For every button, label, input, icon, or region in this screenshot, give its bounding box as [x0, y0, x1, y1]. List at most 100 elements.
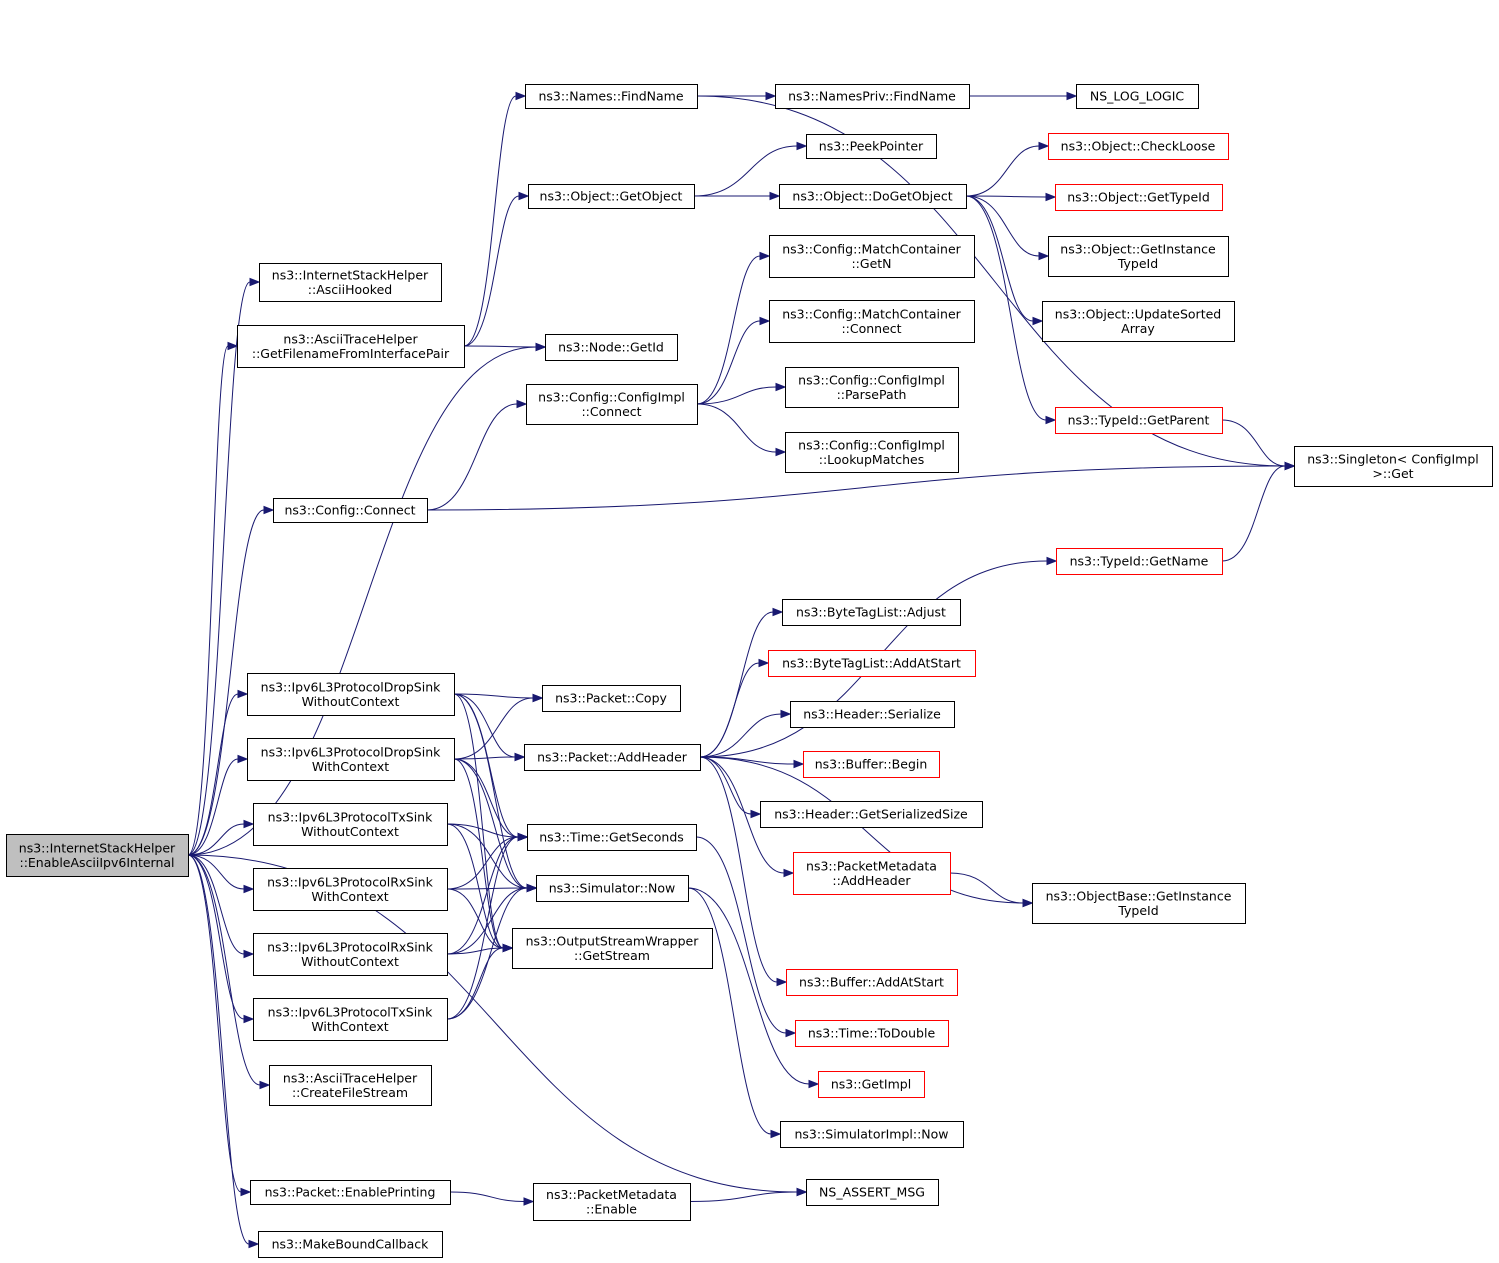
- node-objGetTypeId[interactable]: ns3::Object::GetTypeId: [1055, 184, 1223, 211]
- node-label-line: Array: [1121, 321, 1155, 336]
- edge-cfgImplConnect-to-parsePath: [696, 382, 787, 405]
- edge-arrowhead: [1045, 192, 1057, 202]
- node-label-line: ::CreateFileStream: [292, 1085, 408, 1100]
- edge-line: [446, 947, 504, 1020]
- node-label-line: WithContext: [311, 889, 388, 904]
- edge-cfgConnect-to-cfgImplConnect: [426, 399, 528, 511]
- node-namesFind[interactable]: ns3::Names::FindName: [525, 84, 698, 109]
- edge-txSinkCtx-to-oswGetStream: [446, 943, 514, 1020]
- edge-arrowhead: [263, 505, 275, 515]
- node-label-line: ns3::MakeBoundCallback: [272, 1237, 430, 1252]
- edge-line: [449, 1191, 525, 1202]
- edge-root-to-makeBound: [187, 854, 260, 1249]
- node-box: [782, 599, 961, 626]
- edge-getFilename-to-namesFind: [463, 91, 527, 347]
- node-box: [269, 1065, 432, 1106]
- node-label-line: ns3::NamesPriv::FindName: [788, 89, 956, 104]
- node-hdrSerSize[interactable]: ns3::Header::GetSerializedSize: [760, 801, 983, 828]
- node-label-line: ns3::Ipv6L3ProtocolDropSink: [261, 679, 441, 694]
- node-makeBound[interactable]: ns3::MakeBoundCallback: [258, 1231, 443, 1258]
- node-parsePath[interactable]: ns3::Config::ConfigImpl::ParsePath: [785, 367, 959, 408]
- edge-arrowhead: [793, 759, 805, 769]
- node-oswGetStream[interactable]: ns3::OutputStreamWrapper::GetStream: [512, 928, 713, 969]
- node-peekPointer[interactable]: ns3::PeekPointer: [806, 134, 937, 159]
- node-label-line: ns3::PeekPointer: [819, 139, 924, 154]
- node-timeToDouble[interactable]: ns3::Time::ToDouble: [795, 1020, 949, 1047]
- node-box: [769, 235, 975, 278]
- node-asciiHooked[interactable]: ns3::InternetStackHelper::AsciiHooked: [259, 263, 442, 302]
- node-cfgImplConnect[interactable]: ns3::Config::ConfigImpl::Connect: [526, 384, 698, 425]
- node-pktAddHeader[interactable]: ns3::Packet::AddHeader: [524, 744, 701, 771]
- node-simNow[interactable]: ns3::Simulator::Now: [536, 875, 689, 902]
- node-singletonGet[interactable]: ns3::Singleton< ConfigImpl >::Get: [1294, 446, 1493, 487]
- node-box: [526, 384, 698, 425]
- edge-arrowhead: [796, 1187, 808, 1197]
- node-pmEnable[interactable]: ns3::PacketMetadata::Enable: [533, 1183, 691, 1221]
- edge-root-to-dropSinkNoCtx: [187, 689, 249, 856]
- node-bufAddAtStart[interactable]: ns3::Buffer::AddAtStart: [786, 969, 958, 996]
- node-getImpl[interactable]: ns3::GetImpl: [818, 1071, 925, 1098]
- node-label-line: ns3::ByteTagList::AddAtStart: [782, 656, 961, 671]
- edge-line: [949, 872, 1024, 904]
- edge-line: [696, 95, 1286, 467]
- node-label-line: ns3::Config::MatchContainer: [782, 306, 961, 321]
- node-root[interactable]: ns3::InternetStackHelper::EnableAsciiIpv…: [6, 834, 189, 877]
- node-timeGetSeconds[interactable]: ns3::Time::GetSeconds: [527, 824, 697, 851]
- node-nodeGetId[interactable]: ns3::Node::GetId: [545, 334, 678, 361]
- node-dropSinkNoCtx[interactable]: ns3::Ipv6L3ProtocolDropSinkWithoutContex…: [247, 673, 455, 716]
- node-mcGetN[interactable]: ns3::Config::MatchContainer::GetN: [769, 235, 975, 278]
- node-typeIdGetParent[interactable]: ns3::TypeId::GetParent: [1055, 407, 1223, 434]
- node-label-line: ns3::Node::GetId: [558, 340, 664, 355]
- edge-getObject-to-peekPointer: [693, 141, 808, 197]
- node-enablePrinting[interactable]: ns3::Packet::EnablePrinting: [250, 1180, 451, 1205]
- node-box: [253, 933, 448, 976]
- node-logLogic[interactable]: NS_LOG_LOGIC: [1076, 84, 1199, 109]
- node-cfgConnect[interactable]: ns3::Config::Connect: [273, 498, 428, 523]
- node-box: [803, 751, 940, 778]
- node-typeIdGetName[interactable]: ns3::TypeId::GetName: [1056, 548, 1223, 575]
- node-assertMsg[interactable]: NS_ASSERT_MSG: [806, 1179, 939, 1206]
- node-namesPrivFind[interactable]: ns3::NamesPriv::FindName: [775, 84, 970, 109]
- node-hdrSerialize[interactable]: ns3::Header::Serialize: [790, 701, 955, 728]
- node-getObject[interactable]: ns3::Object::GetObject: [528, 184, 695, 209]
- node-createFileStream[interactable]: ns3::AsciiTraceHelper::CreateFileStream: [269, 1065, 432, 1106]
- edge-line: [187, 758, 239, 856]
- node-lookupMatches[interactable]: ns3::Config::ConfigImpl::LookupMatches: [785, 432, 959, 473]
- edge-line: [699, 611, 774, 758]
- node-label-line: ::Connect: [581, 404, 641, 419]
- node-simImplNow[interactable]: ns3::SimulatorImpl::Now: [780, 1121, 964, 1148]
- edge-arrowhead: [1038, 251, 1050, 261]
- node-btlAddAtStart[interactable]: ns3::ByteTagList::AddAtStart: [768, 650, 976, 677]
- edge-dropSinkNoCtx-to-pktAddHeader: [453, 693, 526, 762]
- node-box: [250, 1180, 451, 1205]
- node-pktCopy[interactable]: ns3::Packet::Copy: [542, 685, 681, 712]
- edge-txSinkCtx-to-timeGetSeconds: [446, 832, 529, 1020]
- node-pmAddHeader[interactable]: ns3::PacketMetadata::AddHeader: [793, 852, 951, 895]
- node-btlAdjust[interactable]: ns3::ByteTagList::Adjust: [782, 599, 961, 626]
- node-doGetObject[interactable]: ns3::Object::DoGetObject: [779, 184, 967, 209]
- edge-root-to-txSinkNoCtx: [187, 819, 255, 856]
- edge-arrowhead: [1066, 91, 1078, 101]
- node-box: [533, 1183, 691, 1221]
- node-bufBegin[interactable]: ns3::Buffer::Begin: [803, 751, 940, 778]
- edge-arrowhead: [758, 658, 770, 668]
- node-getFilename[interactable]: ns3::AsciiTraceHelper::GetFilenameFromIn…: [237, 325, 465, 368]
- edge-line: [446, 836, 519, 890]
- node-checkLoose[interactable]: ns3::Object::CheckLoose: [1048, 133, 1229, 160]
- node-box: [258, 1231, 443, 1258]
- edge-arrowhead: [249, 277, 261, 287]
- edge-root-to-enablePrinting: [187, 854, 252, 1197]
- edge-line: [446, 823, 519, 838]
- node-label-line: ns3::Object::CheckLoose: [1061, 139, 1216, 154]
- edge-line: [687, 887, 772, 1135]
- edge-line: [695, 836, 787, 1034]
- node-mcConnect[interactable]: ns3::Config::MatchContainer::Connect: [769, 300, 975, 343]
